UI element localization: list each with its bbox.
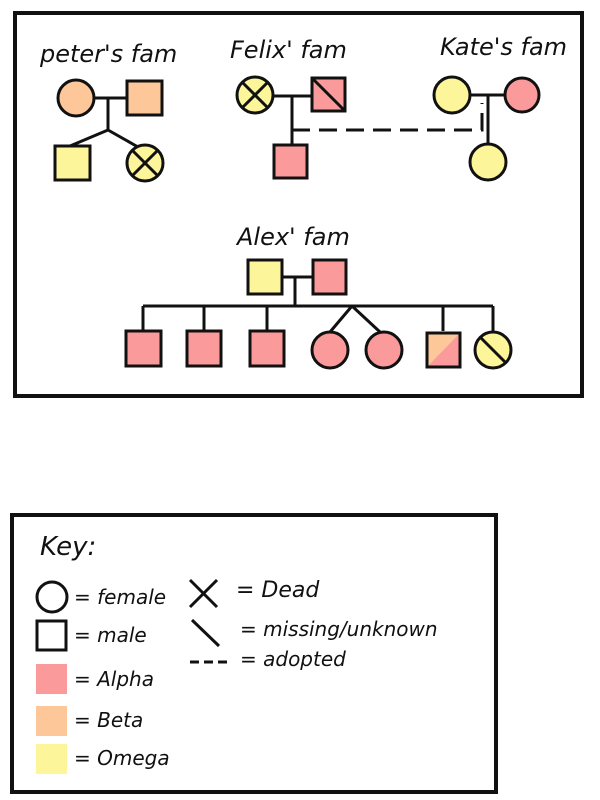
felix-father-missing-alpha-male (310, 76, 347, 113)
dead-x-icon (188, 578, 219, 609)
omega-swatch (36, 744, 67, 774)
key-dead-label: = Dead (236, 578, 320, 603)
alpha-swatch (36, 664, 67, 694)
alex-child-alpha-male (124, 329, 163, 368)
male-symbol (35, 619, 68, 652)
alex-child-beta-alpha-male (425, 331, 462, 369)
peter-father-beta-male (125, 79, 164, 117)
missing-slash-icon (190, 618, 221, 648)
kate-family-title: Kate's fam (440, 33, 567, 61)
alex-child-alpha-male (185, 329, 223, 368)
alex-family-title: Alex' fam (235, 223, 350, 251)
key-missing-label: = missing/unknown (240, 617, 438, 641)
beta-swatch (36, 706, 67, 736)
kate-parent-omega-female (432, 75, 472, 115)
legend: Key: = female = male = Alpha = Beta = Om… (35, 532, 438, 774)
alex-child-alpha-male (248, 329, 286, 368)
alex-twin-alpha-female (364, 330, 404, 370)
key-beta-label: = Beta (74, 708, 143, 732)
felix-alpha-male (272, 143, 309, 180)
alex-mother-alpha-male (311, 258, 348, 296)
key-adopted-label: = adopted (240, 647, 346, 671)
key-male-label: = male (74, 623, 147, 647)
family-tree-frame (13, 11, 584, 398)
peter-sibling-dead-omega-female (125, 143, 165, 183)
adoption-dashed-line (292, 103, 484, 132)
key-omega-label: = Omega (74, 746, 170, 770)
alex-father-omega-male (246, 258, 284, 296)
peter-family-title: peter's fam (39, 40, 177, 68)
female-symbol (35, 580, 69, 614)
peter-family: peter's fam (39, 40, 177, 183)
alex-twin-alpha-female (310, 330, 350, 370)
kate-omega-female (468, 142, 508, 182)
peter-omega-male (53, 144, 92, 182)
alex-child-missing-omega-female (473, 330, 513, 370)
felix-mother-dead-omega-female (235, 75, 275, 115)
kate-family: Kate's fam (432, 33, 567, 182)
key-alpha-label: = Alpha (74, 667, 154, 691)
alex-family: Alex' fam (124, 223, 513, 370)
felix-family: Felix' fam (230, 36, 347, 180)
key-frame (10, 513, 498, 794)
felix-family-title: Felix' fam (230, 36, 347, 64)
kate-parent-alpha-female (503, 76, 541, 114)
key-title: Key: (40, 532, 96, 562)
peter-mother-beta-female (56, 78, 96, 118)
key-female-label: = female (74, 585, 166, 609)
